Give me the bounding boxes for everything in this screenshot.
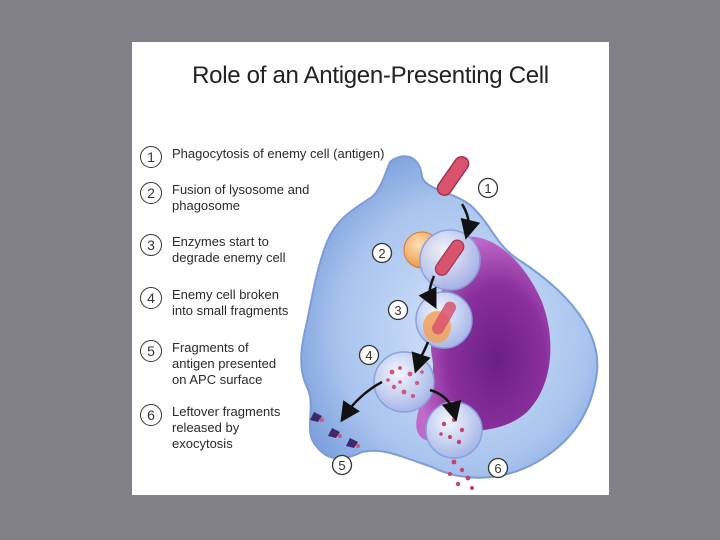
step-5: 5 Fragments of antigen presented on APC … xyxy=(140,340,287,388)
step-1: 1 Phagocytosis of enemy cell (antigen) xyxy=(140,146,392,168)
step-text: Fusion of lysosome and phagosome xyxy=(172,182,310,213)
released-fragments xyxy=(448,459,474,490)
marker-1: 1 xyxy=(477,177,499,199)
step-number: 5 xyxy=(140,340,162,362)
step-number: 3 xyxy=(140,234,162,256)
apc-illustration: 1 2 3 4 5 6 xyxy=(300,155,599,490)
marker-2-label: 2 xyxy=(378,246,385,261)
marker-5-label: 5 xyxy=(338,458,345,473)
fragment-vesicle xyxy=(373,351,435,413)
diagram-title: Role of an Antigen-Presenting Cell xyxy=(192,62,549,89)
step-text: Phagocytosis of enemy cell (antigen) xyxy=(172,146,385,161)
marker-3: 3 xyxy=(387,299,409,321)
marker-5: 5 xyxy=(331,454,353,476)
marker-4-label: 4 xyxy=(365,348,372,363)
marker-2: 2 xyxy=(371,242,393,264)
step-4: 4 Enemy cell broken into small fragments xyxy=(140,287,302,319)
presented-antigens xyxy=(310,412,358,448)
step-text: Enzymes start to degrade enemy cell xyxy=(172,234,286,265)
step-number: 6 xyxy=(140,404,162,426)
step-text: Enemy cell broken into small fragments xyxy=(172,287,289,318)
antigen-rod xyxy=(436,155,470,197)
marker-1-label: 1 xyxy=(484,181,491,196)
step-3: 3 Enzymes start to degrade enemy cell xyxy=(140,234,292,266)
diagram-card: 1 2 3 4 5 6 Role of an Antigen-Presentin… xyxy=(132,42,609,495)
step-text: Leftover fragments released by exocytosi… xyxy=(172,404,281,451)
process-arrows xyxy=(340,203,481,423)
step-number: 1 xyxy=(140,146,162,168)
step-number: 4 xyxy=(140,287,162,309)
marker-6: 6 xyxy=(487,457,509,479)
marker-6-label: 6 xyxy=(494,461,501,476)
step-text: Fragments of antigen presented on APC su… xyxy=(172,340,277,387)
marker-4: 4 xyxy=(358,344,380,366)
marker-3-label: 3 xyxy=(394,303,401,318)
step-6: 6 Leftover fragments released by exocyto… xyxy=(140,404,287,452)
step-2: 2 Fusion of lysosome and phagosome xyxy=(140,182,322,214)
step-number: 2 xyxy=(140,182,162,204)
